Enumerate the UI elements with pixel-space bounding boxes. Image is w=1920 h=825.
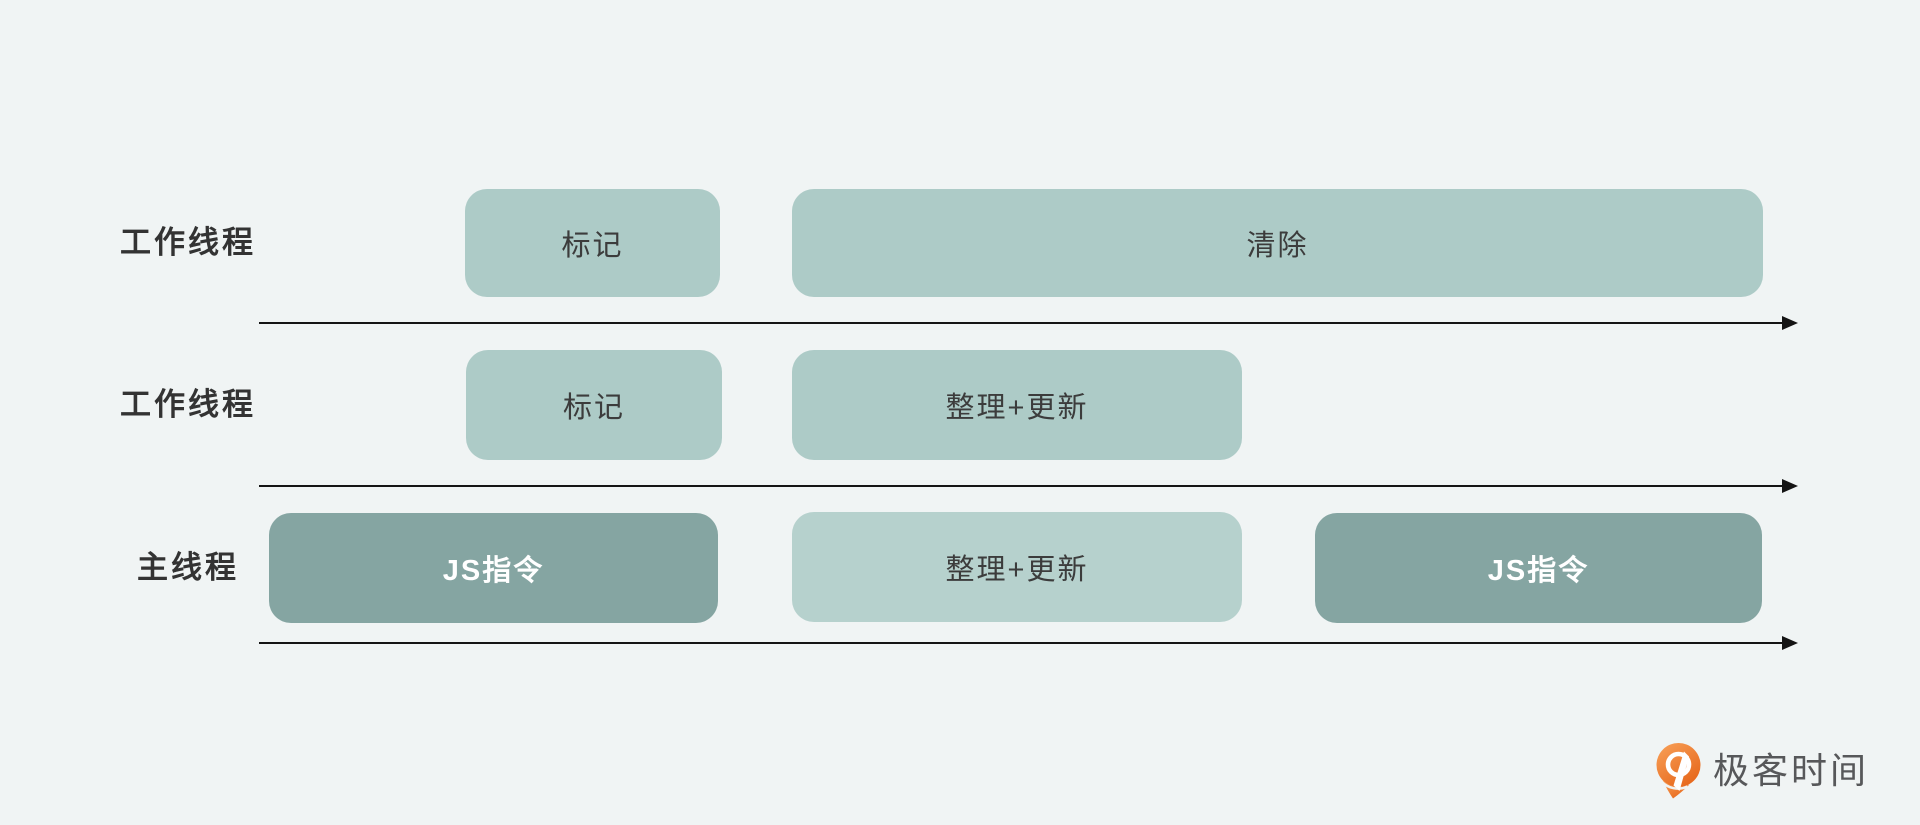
geektime-logo-text: 极客时间 — [1713, 750, 1870, 791]
block-compact-update-row3: 整理+更新 — [792, 512, 1242, 622]
timeline-arrow-row1 — [259, 316, 1798, 330]
block-compact-update-row2: 整理+更新 — [792, 350, 1242, 460]
block-js-instructions-1: JS指令 — [269, 513, 718, 623]
timeline-arrow-row3 — [259, 636, 1798, 650]
block-mark-row2: 标记 — [466, 350, 722, 460]
label-main-thread: 主线程 — [137, 550, 239, 585]
timeline-arrow-row2 — [259, 479, 1798, 493]
geektime-logo-icon — [1654, 742, 1703, 800]
geektime-watermark: 极客时间 — [1654, 742, 1869, 800]
block-mark-row1: 标记 — [465, 189, 720, 297]
block-js-instructions-2: JS指令 — [1315, 513, 1762, 623]
block-sweep-row1: 清除 — [792, 189, 1763, 297]
label-worker-thread-1: 工作线程 — [120, 225, 256, 260]
label-worker-thread-2: 工作线程 — [120, 387, 256, 422]
